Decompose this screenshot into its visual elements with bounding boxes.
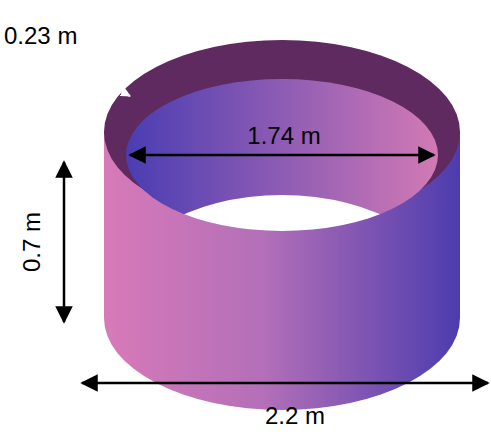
dimension-label: 1.74 m [247,124,320,148]
height-arrow [63,162,66,322]
dimension-label: 0.23 m [4,24,77,48]
hole-floor [112,195,452,405]
dimension-label: 2.2 m [265,404,325,428]
thickness-arrow [108,84,130,96]
outer-diameter-arrow [82,382,488,385]
diameter-arrow [130,154,434,157]
dimension-label: 0.7 m [20,212,44,272]
